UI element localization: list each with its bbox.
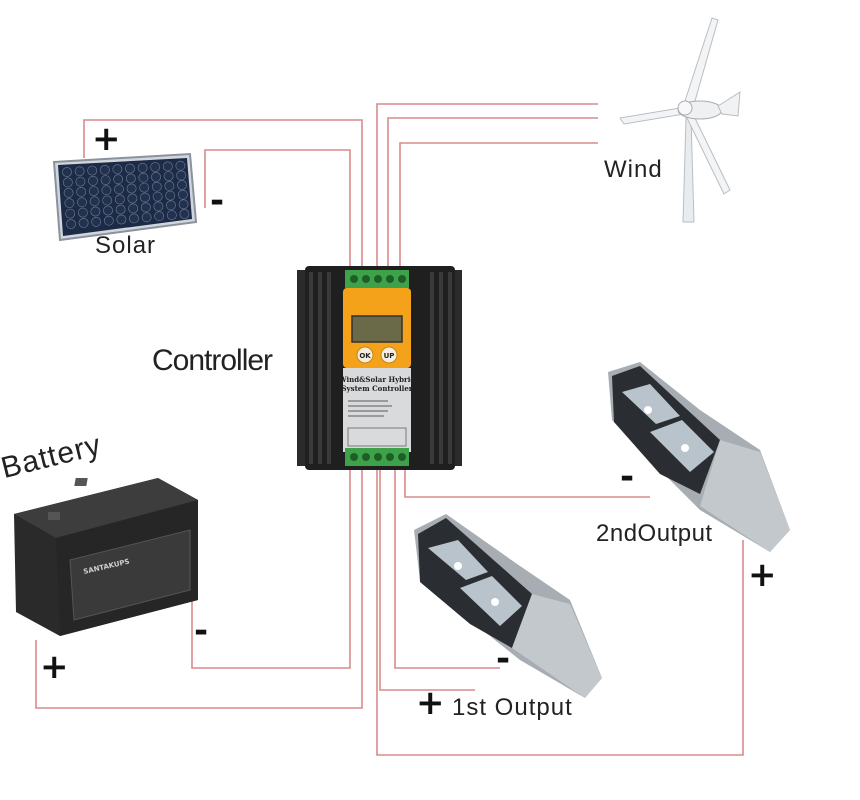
solar-cell bbox=[88, 175, 98, 186]
solar-cell bbox=[162, 161, 173, 172]
solar-cell bbox=[114, 194, 125, 205]
solar-cell bbox=[176, 170, 187, 181]
street-light-2-icon bbox=[608, 362, 790, 552]
solar-cell bbox=[152, 191, 163, 202]
controller-device: OK UP Wind&Solar Hybrid System Controlle… bbox=[297, 266, 462, 470]
solar-cell bbox=[177, 189, 188, 200]
solar-cell bbox=[178, 199, 189, 210]
output1-label: 1st Output bbox=[452, 694, 573, 721]
solar-cell bbox=[129, 213, 139, 224]
out1-minus-sign: - bbox=[496, 639, 511, 679]
out2-plus-sign: + bbox=[748, 555, 777, 595]
wire-out1-negative bbox=[379, 468, 475, 691]
solar-cell bbox=[63, 187, 74, 198]
solar-cell bbox=[165, 190, 176, 201]
solar-cell bbox=[154, 211, 165, 222]
solar-cell bbox=[99, 164, 110, 175]
battery-plus-sign: + bbox=[40, 647, 69, 687]
wire-battery-negative bbox=[191, 468, 351, 669]
solar-cell bbox=[89, 196, 100, 207]
solar-cell bbox=[166, 200, 176, 211]
solar-cell bbox=[140, 192, 150, 203]
solar-cell bbox=[75, 176, 86, 187]
solar-cell bbox=[179, 209, 190, 219]
solar-cell bbox=[88, 186, 99, 196]
solar-cell bbox=[151, 171, 161, 182]
solar-cell bbox=[116, 214, 127, 225]
wire-battery-positive bbox=[35, 468, 363, 709]
solar-panel-icon bbox=[52, 152, 198, 242]
battery-minus-sign: - bbox=[194, 611, 209, 651]
solar-cell bbox=[141, 212, 152, 223]
solar-cell bbox=[91, 216, 102, 227]
controller-title-line2: System Controller bbox=[342, 384, 413, 393]
solar-cell bbox=[64, 198, 75, 209]
solar-cell bbox=[90, 206, 101, 217]
wire-wind-2 bbox=[387, 117, 598, 270]
solar-cell bbox=[74, 166, 85, 177]
solar-cell bbox=[140, 202, 151, 213]
solar-cell bbox=[153, 201, 164, 212]
out2-minus-sign: - bbox=[620, 457, 635, 497]
solar-cell bbox=[62, 177, 73, 188]
street-light-1-icon bbox=[414, 514, 602, 698]
solar-cell bbox=[103, 205, 113, 216]
controller-title-line1: Wind&Solar Hybrid bbox=[338, 375, 416, 384]
controller-ok-button: OK bbox=[359, 352, 371, 360]
wire-wind-1 bbox=[376, 103, 598, 270]
solar-cell bbox=[139, 182, 150, 193]
wire-out2-positive bbox=[376, 468, 744, 756]
solar-cell bbox=[76, 186, 87, 197]
solar-cell bbox=[115, 204, 126, 215]
solar-cell bbox=[137, 162, 148, 173]
wind-label: Wind bbox=[604, 156, 663, 183]
solar-cell bbox=[101, 185, 112, 196]
solar-cell bbox=[177, 180, 187, 190]
solar-cell bbox=[125, 163, 135, 174]
wire-wind-3 bbox=[399, 142, 598, 270]
solar-cell bbox=[103, 215, 114, 226]
solar-cell bbox=[112, 164, 123, 175]
wire-out1-negative-b bbox=[394, 468, 500, 669]
wind-turbine-icon bbox=[619, 17, 741, 223]
solar-cell bbox=[62, 167, 72, 177]
controller-up-button: UP bbox=[384, 352, 395, 360]
solar-label: Solar bbox=[95, 232, 157, 259]
solar-cell bbox=[150, 162, 161, 172]
solar-cell bbox=[78, 217, 89, 228]
solar-cell bbox=[151, 181, 162, 192]
solar-cell bbox=[126, 183, 137, 194]
wire-solar-negative bbox=[204, 149, 351, 270]
solar-cell bbox=[66, 219, 76, 229]
solar-cell bbox=[100, 175, 111, 185]
battery-device: SANTAKUPS bbox=[14, 478, 198, 636]
solar-cell bbox=[138, 172, 149, 183]
wires bbox=[35, 103, 744, 756]
solar-cell bbox=[113, 174, 124, 185]
solar-cell bbox=[127, 193, 138, 204]
solar-cell bbox=[114, 184, 124, 195]
solar-cell bbox=[164, 180, 175, 191]
solar-cell bbox=[102, 195, 113, 206]
solar-cell bbox=[125, 173, 136, 184]
solar-cell bbox=[163, 171, 174, 181]
controller-label: Controller bbox=[152, 344, 273, 377]
solar-cell bbox=[87, 165, 98, 176]
solar-cell bbox=[65, 208, 76, 219]
output2-label: 2ndOutput bbox=[596, 520, 713, 547]
solar-cell bbox=[175, 160, 186, 171]
solar-plus-sign: + bbox=[92, 119, 121, 159]
solar-cell bbox=[77, 207, 88, 218]
solar-minus-sign: - bbox=[210, 181, 225, 221]
wire-out2-negative bbox=[404, 468, 650, 498]
solar-cell bbox=[128, 203, 139, 214]
wire-solar-positive bbox=[83, 119, 363, 270]
out1-plus-sign: + bbox=[416, 683, 445, 723]
solar-cell bbox=[77, 197, 87, 208]
solar-cell bbox=[166, 210, 177, 220]
